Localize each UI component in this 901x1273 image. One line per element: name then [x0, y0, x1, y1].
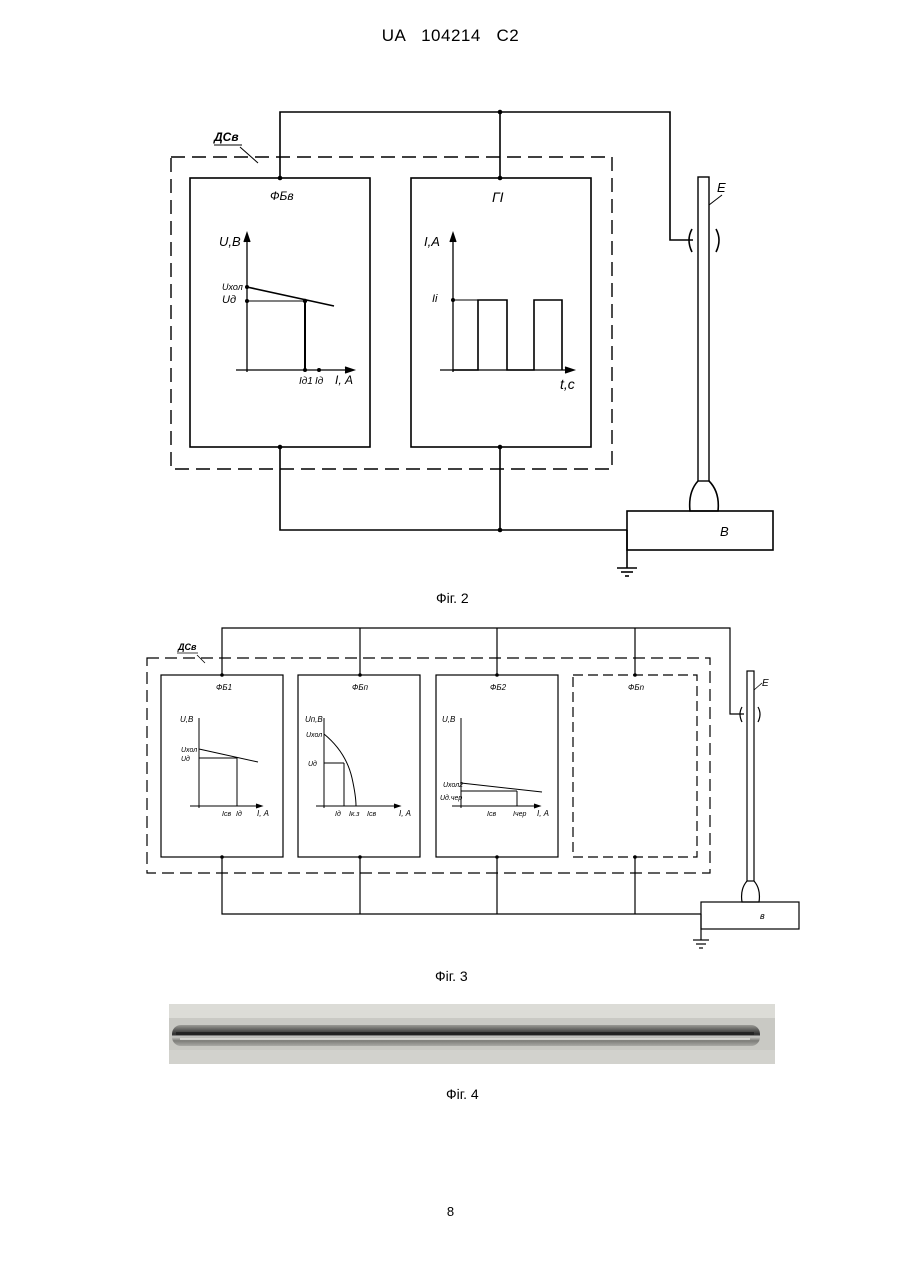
fig3-chart-2-y-top: Uхол2 [443, 782, 463, 789]
fig3-chart-2-x1: Iсв [487, 811, 496, 818]
fig3-chart-2 [452, 718, 542, 808]
fig4-caption: Фіг. 4 [446, 1086, 479, 1102]
fig3-chart-1-y-top: Uхол [181, 747, 197, 754]
fig2-fb-y-axis: U,В [219, 234, 241, 249]
fig2-fb-y-tick-top: Uхол [222, 282, 243, 292]
fig2-fb-x-tick-2: Iд [315, 376, 324, 387]
fig2-caption: Фіг. 2 [436, 590, 469, 606]
fig3-bottom-wire [222, 857, 701, 914]
fig3-chart-1-x-axis: I, А [257, 809, 269, 818]
fig2-block-gi [411, 178, 591, 447]
fig2-block-fb [190, 178, 370, 447]
fig3-chart-2-x2: Iчер [513, 811, 526, 818]
fig3-chart-1-x1: Iсв [222, 811, 231, 818]
fig3-electrode-icon [740, 671, 762, 902]
fig2-workpiece [627, 511, 773, 550]
fig3-chart-p [316, 718, 400, 808]
fig3-electrode-label: Е [762, 678, 769, 689]
fig3-top-wire [222, 628, 744, 714]
fig3-chart-p-y-top: Uхол [306, 732, 322, 739]
fig2-fb-title: ФБв [270, 189, 294, 203]
fig3-chart-1-y-axis: U,В [180, 715, 194, 724]
fig3-chart-p-y-bottom: Uд [308, 760, 317, 768]
fig3-chart-2-y-axis: U,В [442, 715, 456, 724]
fig2-fb-chart [236, 233, 354, 373]
figure-2 [171, 110, 773, 576]
fig3-chart-p-x-axis: I, А [399, 809, 411, 818]
fig3-chart-p-x2: Iк.з [349, 811, 360, 818]
page-number: 8 [0, 1204, 901, 1219]
fig3-ground-icon [693, 940, 709, 948]
fig3-chart-p-y-axis: Uп,В [305, 715, 323, 724]
fig2-gi-y-axis: I,А [424, 234, 440, 249]
fig3-workpiece [701, 902, 799, 929]
fig2-fb-x-tick-1: Iд1 [299, 376, 313, 387]
figure-3 [147, 628, 799, 948]
fig4-weld-seam [172, 1025, 760, 1046]
fig3-block-2-title: ФБ2 [490, 683, 507, 692]
fig2-gi-x-axis: t,с [560, 376, 575, 392]
fig3-chart-1-y-bottom: Uд [181, 755, 190, 763]
fig3-block-n [573, 675, 697, 857]
fig3-chart-1-x2: Iд [236, 810, 242, 818]
fig2-fb-x-axis: I, А [335, 373, 353, 387]
fig2-gi-chart [440, 233, 574, 373]
fig3-chart-2-y-bottom: Uд.чер [440, 794, 462, 802]
fig2-fb-y-tick-bottom: Uд [222, 294, 236, 306]
fig3-block-p-title: ФБп [352, 683, 369, 692]
fig3-block-1-title: ФБ1 [216, 683, 232, 692]
fig2-gi-y-tick: Iі [432, 293, 438, 305]
fig3-chart-2-x-axis: I, А [537, 809, 549, 818]
fig2-electrode-label: Е [717, 180, 726, 195]
fig2-electrode-icon [689, 177, 722, 511]
fig2-bottom-wire [280, 447, 627, 530]
fig3-chart-p-x1: Iд [335, 810, 341, 818]
fig3-caption: Фіг. 3 [435, 968, 468, 984]
fig2-ground-icon [617, 568, 637, 576]
fig2-labels: ДСв ФБв ГІ U,В Uхол Uд Iд1 Iд I, А I,А I… [213, 130, 729, 606]
fig2-dashed-label: ДСв [213, 130, 239, 144]
fig3-dashed-label: ДСв [177, 642, 197, 652]
fig2-top-wire [280, 112, 693, 240]
fig3-workpiece-label: в [760, 911, 765, 921]
figure-4: Фіг. 4 [169, 1004, 775, 1102]
fig3-block-2 [436, 675, 558, 857]
fig3-block-n-title: ФБn [628, 683, 645, 692]
fig2-gi-title: ГІ [492, 189, 504, 205]
fig3-chart-1 [190, 718, 262, 808]
fig2-dashed-enclosure [171, 157, 612, 469]
fig3-labels: ДСв ФБ1 ФБп ФБ2 ФБn U,В Uхол Uд Iсв Iд I… [177, 642, 769, 984]
fig3-chart-p-x3: Iсв [367, 811, 376, 818]
fig2-workpiece-label: В [720, 524, 729, 539]
fig3-block-1 [161, 675, 283, 857]
